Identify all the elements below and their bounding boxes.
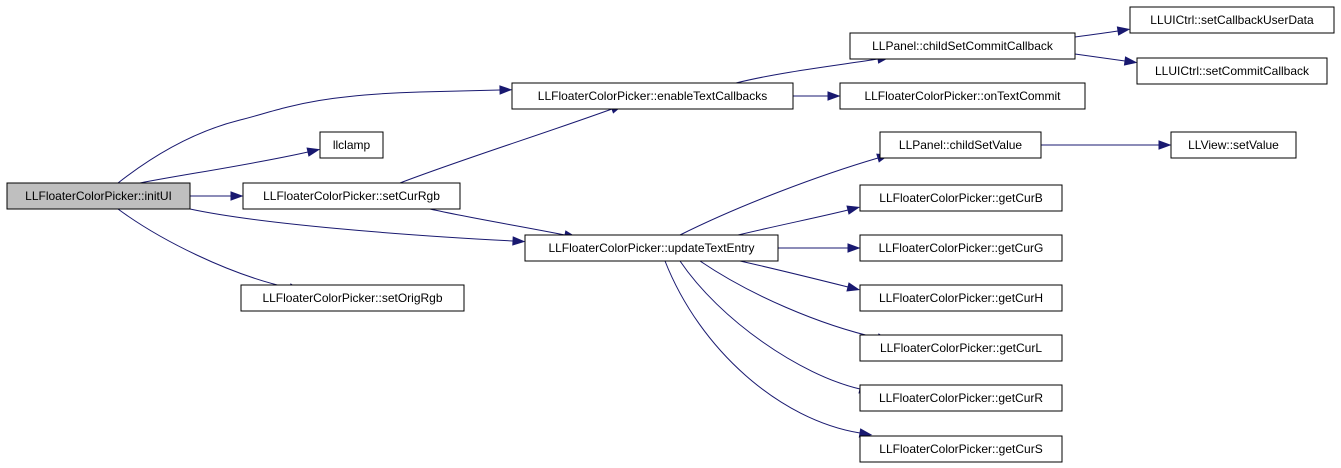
edge-line (189, 208, 514, 242)
arrow-head-icon (512, 236, 526, 246)
node-label: LLFloaterColorPicker::setOrigRgb (262, 291, 442, 305)
node-childSetCommitCallback[interactable]: LLPanel::childSetCommitCallback (849, 32, 1076, 60)
node-label: LLFloaterColorPicker::getCurG (879, 241, 1044, 255)
node-setCurRgb[interactable]: LLFloaterColorPicker::setCurRgb (242, 182, 461, 210)
edge-setCurRgb-to-enableTextCallbacks (399, 104, 624, 184)
edge-updateTextEntry-to-childSetValue (679, 153, 890, 236)
node-box[interactable] (524, 234, 779, 262)
node-label: LLFloaterColorPicker::initUI (25, 189, 172, 203)
node-childSetValue[interactable]: LLPanel::childSetValue (879, 131, 1042, 159)
node-box[interactable] (849, 32, 1076, 60)
node-getCurB[interactable]: LLFloaterColorPicker::getCurB (859, 184, 1063, 212)
arrow-head-icon (846, 282, 861, 292)
node-label: LLUICtrl::setCommitCallback (1155, 64, 1310, 78)
node-getCurR[interactable]: LLFloaterColorPicker::getCurR (859, 384, 1063, 412)
node-box[interactable] (839, 82, 1086, 110)
arrow-head-icon (846, 205, 861, 215)
node-updateTextEntry[interactable]: LLFloaterColorPicker::updateTextEntry (524, 234, 779, 262)
nodes-layer: LLFloaterColorPicker::initUILLFloaterCol… (6, 6, 1335, 463)
node-box[interactable] (6, 182, 191, 210)
node-label: LLPanel::childSetCommitCallback (872, 39, 1054, 53)
node-box[interactable] (859, 384, 1063, 412)
node-box[interactable] (859, 334, 1063, 362)
arrow-head-icon (847, 243, 861, 253)
edge-initUI-to-setCurRgb (190, 191, 244, 201)
node-setOrigRgb[interactable]: LLFloaterColorPicker::setOrigRgb (240, 284, 465, 312)
node-box[interactable] (879, 131, 1042, 159)
edge-line (735, 58, 879, 84)
arrow-head-icon (499, 85, 513, 95)
node-getCurH[interactable]: LLFloaterColorPicker::getCurH (859, 284, 1063, 312)
node-label: LLFloaterColorPicker::getCurR (879, 391, 1043, 405)
edge-line (739, 260, 849, 288)
node-initUI[interactable]: LLFloaterColorPicker::initUI (6, 182, 191, 210)
edge-line (117, 208, 291, 289)
node-getCurS[interactable]: LLFloaterColorPicker::getCurS (859, 435, 1063, 463)
node-label: LLPanel::childSetValue (899, 138, 1023, 152)
edge-updateTextEntry-to-getCurG (778, 243, 861, 253)
node-setCallbackUserData[interactable]: LLUICtrl::setCallbackUserData (1129, 6, 1335, 34)
edge-setCurRgb-to-updateTextEntry (429, 208, 578, 240)
node-llclamp[interactable]: llclamp (319, 131, 384, 159)
node-box[interactable] (859, 234, 1063, 262)
node-box[interactable] (511, 82, 794, 110)
node-label: LLView::setValue (1188, 138, 1279, 152)
node-label: LLFloaterColorPicker::onTextCommit (864, 89, 1061, 103)
edge-updateTextEntry-to-getCurS (664, 260, 873, 438)
edge-enableTextCallbacks-to-onTextCommit (792, 91, 841, 101)
edge-line (699, 260, 879, 339)
edge-childSetCommitCallback-to-setCallbackUserData (1074, 26, 1131, 38)
node-enableTextCallbacks[interactable]: LLFloaterColorPicker::enableTextCallback… (511, 82, 794, 110)
edge-initUI-to-llclamp (139, 147, 321, 184)
node-label: llclamp (333, 138, 371, 152)
edge-line (1074, 53, 1126, 62)
node-getCurL[interactable]: LLFloaterColorPicker::getCurL (859, 334, 1063, 362)
edge-line (679, 157, 879, 236)
node-label: LLFloaterColorPicker::setCurRgb (263, 189, 440, 203)
edge-updateTextEntry-to-getCurR (679, 260, 873, 394)
node-box[interactable] (242, 182, 461, 210)
node-box[interactable] (1129, 6, 1335, 34)
node-label: LLFloaterColorPicker::getCurL (880, 341, 1042, 355)
node-setValue[interactable]: LLView::setValue (1170, 131, 1297, 159)
node-box[interactable] (859, 184, 1063, 212)
node-onTextCommit[interactable]: LLFloaterColorPicker::onTextCommit (839, 82, 1086, 110)
node-box[interactable] (1136, 57, 1328, 85)
edge-line (679, 260, 861, 390)
edge-line (429, 208, 566, 236)
arrow-head-icon (1123, 56, 1138, 66)
edge-line (399, 108, 613, 184)
node-label: LLUICtrl::setCallbackUserData (1150, 13, 1314, 27)
edge-line (1074, 30, 1119, 38)
arrow-head-icon (1116, 26, 1131, 36)
edge-updateTextEntry-to-getCurB (737, 205, 861, 236)
edge-line (117, 89, 501, 184)
node-box[interactable] (859, 284, 1063, 312)
node-box[interactable] (859, 435, 1063, 463)
edge-line (139, 151, 309, 184)
edge-childSetCommitCallback-to-setCommitCallback (1074, 53, 1138, 66)
arrow-head-icon (306, 147, 321, 157)
node-box[interactable] (1170, 131, 1297, 159)
edge-updateTextEntry-to-getCurH (739, 260, 861, 292)
node-getCurG[interactable]: LLFloaterColorPicker::getCurG (859, 234, 1063, 262)
arrow-head-icon (827, 91, 841, 101)
node-label: LLFloaterColorPicker::getCurS (879, 442, 1042, 456)
arrow-head-icon (1158, 140, 1172, 150)
edge-childSetValue-to-setValue (1041, 140, 1172, 150)
edge-line (664, 260, 861, 434)
node-box[interactable] (240, 284, 465, 312)
edge-initUI-to-enableTextCallbacks (117, 85, 513, 184)
node-box[interactable] (319, 131, 384, 159)
arrow-head-icon (230, 191, 244, 201)
edge-line (737, 209, 849, 236)
node-label: LLFloaterColorPicker::getCurB (879, 191, 1042, 205)
node-setCommitCallback[interactable]: LLUICtrl::setCommitCallback (1136, 57, 1328, 85)
node-label: LLFloaterColorPicker::enableTextCallback… (538, 89, 767, 103)
edge-initUI-to-updateTextEntry (189, 208, 526, 246)
node-label: LLFloaterColorPicker::updateTextEntry (548, 241, 754, 255)
node-label: LLFloaterColorPicker::getCurH (879, 291, 1043, 305)
